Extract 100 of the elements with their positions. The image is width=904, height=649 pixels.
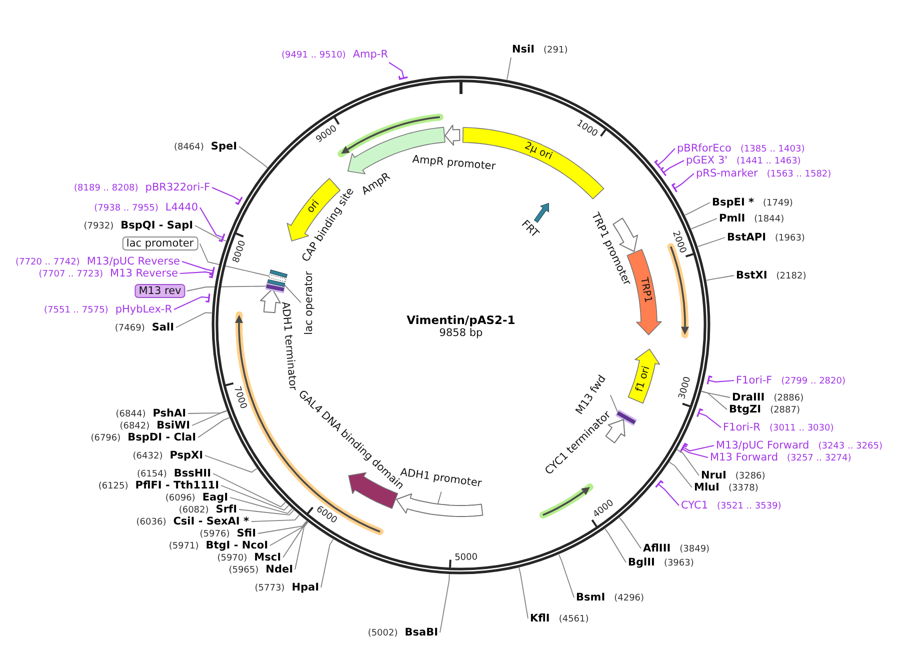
leader-line xyxy=(679,444,708,458)
leader-line xyxy=(668,462,692,488)
origin-segment: f1 ori xyxy=(628,348,660,404)
leader-line xyxy=(199,243,270,277)
leader-line xyxy=(282,521,308,558)
primer-label: (7938 .. 7955) L4440 xyxy=(94,202,198,214)
restriction-site-label: (6154) BssHII xyxy=(136,468,211,480)
promoter-segment xyxy=(396,493,484,517)
leader-line xyxy=(320,538,334,588)
feature-tag: M13 rev xyxy=(134,284,186,298)
leader-line xyxy=(176,312,212,328)
leader-line xyxy=(672,173,694,193)
scale-number: 2000 xyxy=(670,230,688,255)
restriction-site-label: BglII (3963) xyxy=(628,556,694,568)
leader-line xyxy=(212,473,286,508)
primer-label: F1ori-R (3011 .. 3030) xyxy=(723,422,834,434)
leader-line xyxy=(610,394,618,414)
promoter-mark xyxy=(268,274,286,282)
leader-line xyxy=(220,485,290,511)
restriction-site-label: (6096) EagI xyxy=(165,492,228,504)
leader-line xyxy=(654,480,680,506)
leader-line xyxy=(437,491,442,504)
leader-line xyxy=(706,275,734,281)
leader-line xyxy=(690,218,718,230)
leader-line xyxy=(654,148,676,170)
leader-line xyxy=(701,390,730,398)
leader-line xyxy=(619,517,642,549)
leader-line xyxy=(388,62,408,80)
leader-line xyxy=(182,260,215,276)
leader-line xyxy=(204,455,258,473)
primer-label: (9491 .. 9510) Amp-R xyxy=(282,48,388,60)
leader-line xyxy=(558,554,574,598)
sequence-length: 9858 bp xyxy=(439,327,483,339)
restriction-site-label: BstXI (2182) xyxy=(736,270,806,282)
map-title: Vimentin/pAS2-1 xyxy=(406,313,516,327)
leader-line xyxy=(697,237,726,248)
scale-number: 5000 xyxy=(454,552,478,564)
restriction-site-label: (6125) PflFI - Tth111I xyxy=(98,480,219,492)
feature-label: ADH1 terminator xyxy=(279,301,299,391)
primer-label: (7720 .. 7742) M13/pUC Reverse xyxy=(16,256,180,268)
leader-line xyxy=(270,520,308,546)
restriction-site-label: (5965) NdeI xyxy=(228,564,293,576)
restriction-site-label: (5971) BtgI - NcoI xyxy=(168,540,268,552)
leader-line xyxy=(230,497,293,514)
gene-segment xyxy=(348,126,446,174)
leader-line xyxy=(506,57,512,80)
primer-label: (7551 .. 7575) pHybLex-R xyxy=(44,304,172,316)
restriction-site-label: (5970) MscI xyxy=(217,552,281,564)
restriction-site-label: (6036) CsiI - SexAI * xyxy=(136,516,249,528)
leader-line xyxy=(258,520,308,534)
feature-label: FRT xyxy=(519,218,541,240)
restriction-site-label: AflIII (3849) xyxy=(643,542,710,554)
restriction-site-label: (6842) BsiWI xyxy=(120,420,190,432)
leader-line xyxy=(676,449,700,476)
scale-number: 8000 xyxy=(231,239,248,264)
restriction-site-label: KflI (4561) xyxy=(530,612,589,624)
leader-line xyxy=(192,410,228,426)
leader-line xyxy=(696,408,722,428)
restriction-site-label: (7469) SalI xyxy=(114,322,174,334)
restriction-site-label: (8464) SpeI xyxy=(174,140,237,152)
primer-label: CYC1 (3521 .. 3539) xyxy=(681,500,782,512)
leader-line xyxy=(440,574,450,633)
restriction-site-label: (6844) PshAI xyxy=(116,408,186,420)
restriction-site-label: (5976) SfiI xyxy=(200,528,256,540)
leader-line xyxy=(198,417,230,438)
leader-line xyxy=(212,187,243,205)
restriction-site-label: BsmI (4296) xyxy=(576,592,644,604)
feature-label: lac operator xyxy=(303,271,315,335)
leader-line xyxy=(680,442,714,452)
primer-label: pRS-marker (1563 .. 1582) xyxy=(696,168,832,180)
leader-line xyxy=(604,528,626,563)
restriction-site-label: (5773) HpaI xyxy=(254,582,319,594)
leader-line xyxy=(194,225,227,242)
primer-label: M13/pUC Forward (3243 .. 3265) xyxy=(716,440,882,452)
restriction-site-label: BtgZI (2887) xyxy=(729,404,800,416)
leader-line xyxy=(294,522,308,570)
restriction-site-label: (6432) PspXI xyxy=(132,450,203,462)
restriction-site-label: DraIII (2886) xyxy=(732,392,804,404)
primer-label: (8189 .. 8208) pBR322ori-F xyxy=(74,182,210,194)
feature-tag: lac promoter xyxy=(122,236,198,250)
restriction-site-label: (6082) SrfI xyxy=(178,504,237,516)
primer-label: F1ori-F (2799 .. 2820) xyxy=(736,374,846,386)
leader-line xyxy=(200,207,226,242)
restriction-site-label: (7932) BspQI - SapI xyxy=(84,220,193,232)
scale-number: 7000 xyxy=(231,385,248,410)
primer-label: M13 Forward (3257 .. 3274) xyxy=(710,452,852,464)
leader-line xyxy=(660,160,684,176)
restriction-site-label: BstAPI (1963) xyxy=(727,232,805,244)
leader-line xyxy=(251,514,300,522)
leader-line xyxy=(180,268,214,278)
leader-line xyxy=(186,286,268,292)
leader-line xyxy=(518,567,528,619)
operator-mark xyxy=(267,279,286,287)
scale-number: 3000 xyxy=(677,376,694,400)
orf-segment xyxy=(539,484,594,519)
restriction-site-label: NsiI (291) xyxy=(512,44,568,56)
primer-label: pGEX 3' (1441 .. 1463) xyxy=(686,154,801,166)
restriction-site-label: (6796) BspDI - ClaI xyxy=(90,432,196,444)
leader-line xyxy=(238,146,268,168)
primer-label: pBRforEco (1385 .. 1403) xyxy=(677,142,805,154)
